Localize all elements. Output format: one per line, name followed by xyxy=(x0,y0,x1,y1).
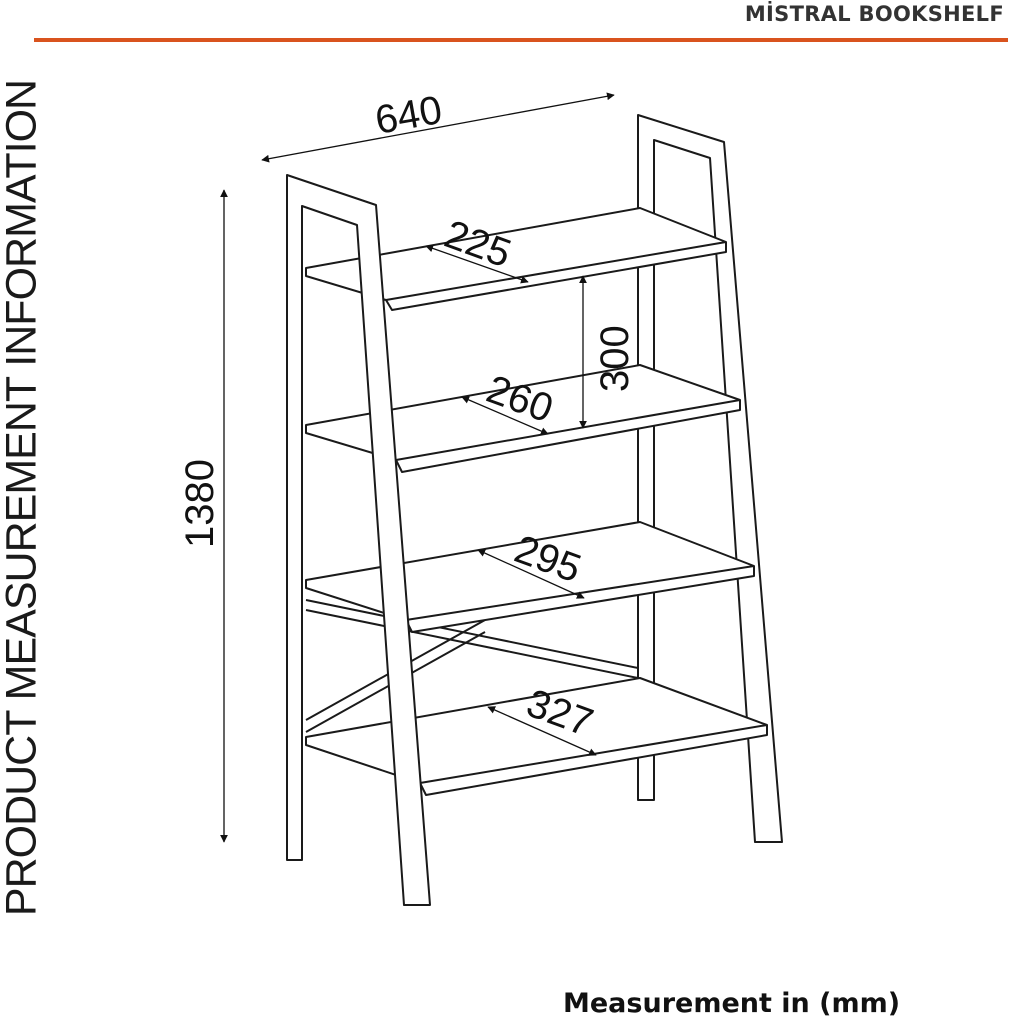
shelf-1-depth-line xyxy=(425,244,529,284)
shelf-1-front xyxy=(385,241,727,301)
shelf-spacing-label: 300 xyxy=(593,325,637,392)
dimension-lines xyxy=(220,92,615,843)
shelf-2-depth-line xyxy=(461,396,549,435)
page-title: MİSTRAL BOOKSHELF xyxy=(744,2,1004,26)
shelf-4-depth-line xyxy=(487,706,597,756)
title-divider xyxy=(34,38,1008,42)
cross-brace-2 xyxy=(305,609,639,679)
cross-brace-1 xyxy=(305,599,639,669)
shelf-2-front xyxy=(395,399,741,461)
measurement-unit-note: Measurement in (mm) xyxy=(563,988,901,1019)
width-dimension-line xyxy=(261,92,615,163)
shelf-3-depth-line xyxy=(477,549,585,599)
front-frame-outer xyxy=(286,174,431,906)
shelf-frame xyxy=(286,114,783,906)
width-label: 640 xyxy=(372,88,445,143)
height-label: 1380 xyxy=(178,459,222,548)
